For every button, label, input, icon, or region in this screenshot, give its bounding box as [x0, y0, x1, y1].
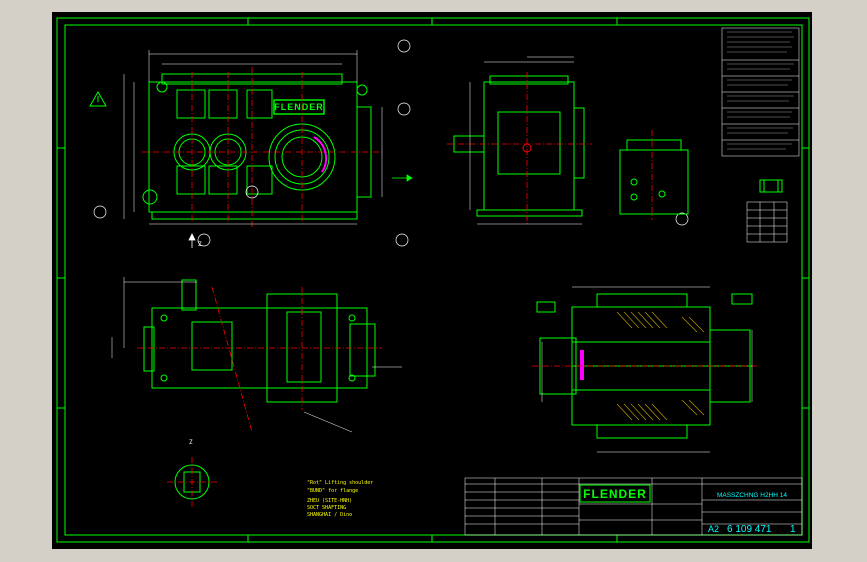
frame-zone-ticks [57, 18, 809, 542]
foot-detail [619, 139, 689, 215]
balloon-markers [93, 39, 689, 247]
notes-table [721, 27, 800, 157]
view-arrows [188, 174, 413, 248]
section-dimensions [541, 286, 753, 453]
brand-box [579, 484, 651, 503]
front-view-centerlines [142, 67, 382, 227]
drawing-number: 6 109 471 [727, 524, 772, 535]
note-line: ZHEU (SITE-HNH) [307, 498, 353, 504]
inner-frame [64, 24, 803, 536]
front-view-dimensions [123, 50, 383, 225]
outer-frame [56, 17, 810, 543]
key-table [746, 201, 788, 243]
engineering-drawing: FLENDER [56, 17, 810, 543]
top-view [143, 279, 376, 403]
title-block [464, 477, 803, 536]
small-details [536, 293, 753, 313]
note-line: SOCT SHAFTING [307, 505, 347, 511]
side-view [453, 75, 585, 217]
note-line: "BUND" for flange [307, 488, 359, 494]
drawing-title: MASSZCHNG H2HH 14 [717, 492, 787, 499]
front-view [142, 73, 372, 220]
cad-viewport[interactable]: FLENDER [52, 12, 812, 549]
brand-logo: FLENDER [583, 487, 647, 501]
section-z-label: Z [189, 439, 193, 446]
section-hatching [616, 311, 705, 421]
top-view-dimensions [111, 277, 402, 433]
drawing-revision: 1 [790, 524, 796, 535]
front-view-arrow-label: Z [198, 241, 202, 248]
warning-sign [89, 90, 107, 107]
note-line: "Rot" Lifting shoulder [307, 480, 374, 486]
note-line: SHANGHAI / Dino [307, 512, 353, 518]
sheet-size: A2 [708, 524, 719, 534]
side-view-dimensions [469, 56, 582, 225]
gearbox-nameplate: FLENDER [274, 102, 324, 112]
key-detail [759, 179, 783, 193]
